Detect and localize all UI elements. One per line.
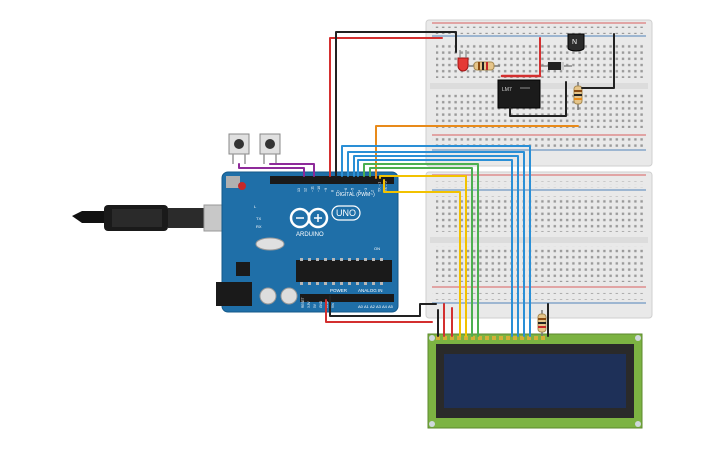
wire-gnd-black [335,31,457,177]
lcd-pin [450,336,454,340]
lcd-16x2[interactable] [427,333,643,429]
lcd-pin [457,336,461,340]
digital-pin-label: ~10 [317,186,321,192]
digital-pin-label: RX←0 [384,181,388,192]
power-pin-label: RESET [301,297,305,308]
lcd-pin [485,336,489,340]
digital-pin-label: ~3 [364,188,368,192]
red-led[interactable] [457,50,469,72]
wire-blue-1 [341,145,531,337]
lcd-pin [506,336,510,340]
lcd-pin [492,336,496,340]
brand-label: ARDUINO [296,232,324,238]
analog-pin-label: A5 [388,304,394,309]
wire-red-main [325,299,433,323]
lcd-pin [527,336,531,340]
wires [238,31,615,337]
digital-pin-label: 13 [297,188,301,192]
lcd-pin [471,336,475,340]
digital-pin-label: 8 [331,190,335,192]
power-pin-label: 3.3V [307,301,311,308]
analog-pin-label: A0 [358,304,364,309]
label-TX: TX [256,216,261,221]
digital-pin-label: ~9 [324,188,328,192]
digital-pin-label: ~5 [351,188,355,192]
npn-transistor[interactable]: N [567,33,585,52]
relay-module[interactable]: LM7 [497,79,541,109]
wire-green-1 [363,163,479,337]
wire-black-transistor [581,33,615,89]
model-label: UNO [336,208,356,218]
wire-purple-2 [269,163,315,177]
wire-purple-1 [238,163,305,177]
diode[interactable] [540,62,572,70]
relay-label: LM7 [502,87,512,93]
resistor-led[interactable] [468,61,500,71]
digital-pin-label: 4 [357,190,361,192]
wire-black-lcd [329,295,437,317]
power-pin-label: Vin [331,303,335,308]
label-RX: RX [256,224,262,229]
wire-yellow-2 [383,179,461,337]
resistor-transistor[interactable] [573,82,583,110]
lcd-pins [436,336,545,340]
transistor-label: N [572,39,577,46]
lcd-pin [541,336,545,340]
lcd-pin [443,336,447,340]
lcd-pin [464,336,468,340]
analog-header: ANALOG IN [358,288,383,293]
digital-pin-label: ~6 [344,188,348,192]
analog-pin-label: A4 [382,304,388,309]
wire-yellow-1 [379,175,467,337]
pushbutton-1[interactable] [228,133,250,164]
wire-green-2 [369,167,473,337]
arduino-uno-board[interactable]: UNO ARDUINO DIGITAL (PWM~) POWER ANALOG … [216,171,399,313]
wire-blue-4 [357,159,513,337]
digital-pin-label: 7 [337,190,341,192]
lcd-pin [520,336,524,340]
resistor-lcd-backlight[interactable] [537,310,547,336]
wire-blue-3 [353,155,519,337]
power-pin-label: GND [319,300,323,308]
lcd-pin [478,336,482,340]
wire-black-relay [509,81,567,117]
analog-pin-label: A2 [370,304,376,309]
analog-pin-label: A1 [364,304,370,309]
digital-pin-label: ~11 [310,186,314,192]
breadboard-bottom [425,171,653,319]
usb-cable [72,204,243,232]
digital-pin-label: 12 [304,188,308,192]
lcd-pin [499,336,503,340]
digital-pin-label: 2 [371,190,375,192]
lcd-pin [513,336,517,340]
label-L: L [254,204,257,209]
lcd-pin [534,336,538,340]
power-header: POWER [330,288,348,293]
digital-pin-label: TX→1 [377,182,381,192]
label-on: ON [374,246,380,251]
power-pin-label: 5V [313,303,317,308]
pushbutton-2[interactable] [259,133,281,164]
lcd-pin [436,336,440,340]
analog-pin-label: A3 [376,304,382,309]
wire-blue-2 [347,151,525,337]
wire-5v-red [329,37,443,177]
digital-header: DIGITAL (PWM~) [336,192,375,198]
arduino-logo [289,207,329,229]
